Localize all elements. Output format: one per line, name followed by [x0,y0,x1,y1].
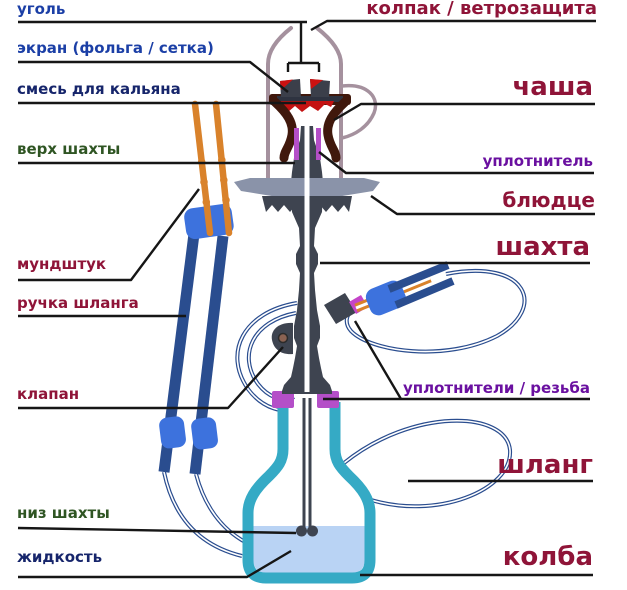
label-coal: уголь [17,0,66,18]
leader-lines [17,19,596,579]
wind-cover-shape [266,26,378,185]
label-shaft-bottom: низ шахты [17,504,110,522]
label-shaft-top: верх шахты [17,140,121,158]
neck-seals-shape [272,391,339,408]
leader-bowl [333,102,595,122]
bowl-seal-shape [294,128,321,160]
label-tobacco-mix: смесь для кальяна [17,80,181,98]
liquid-shape [253,526,365,574]
label-valve: клапан [17,385,80,403]
label-flask: колба [502,542,593,572]
coals-shape [280,79,330,97]
leader-seal [318,151,594,175]
label-saucer: блюдце [502,188,595,212]
mouthpiece-tube [191,100,233,237]
label-hose-handle: ручка шланга [17,294,139,312]
label-cap-windguard: колпак / ветрозащита [366,0,597,19]
label-screen-foil: экран (фольга / сетка) [17,39,214,57]
leader-mouthpiece [18,188,200,282]
leader-coal [18,20,321,72]
hose-port-shape [324,261,455,324]
label-shaft: шахта [495,232,590,262]
leader-liquid [18,549,292,579]
label-hose: шланг [497,450,593,480]
foil-screen-shape [277,96,343,102]
label-bowl: чаша [512,72,593,102]
leader-cap [310,19,596,32]
valve-ball [277,332,289,344]
bowl-walls [270,97,350,163]
mouthpiece-assembly [158,100,234,475]
label-seal: уплотнитель [482,152,593,170]
leader-screen [18,60,289,93]
bowl-assembly [269,79,351,163]
leader-saucer [370,195,595,216]
leader-valve [18,346,284,410]
label-seals-thread: уплотнители / резьба [403,379,590,397]
label-mouthpiece: мундштук [17,255,107,273]
label-liquid: жидкость [17,548,103,566]
leader-seals-thread [323,320,590,401]
leader-shaft-bottom [17,526,297,535]
shaft-shape [271,126,332,394]
downstem-shape [296,398,318,537]
